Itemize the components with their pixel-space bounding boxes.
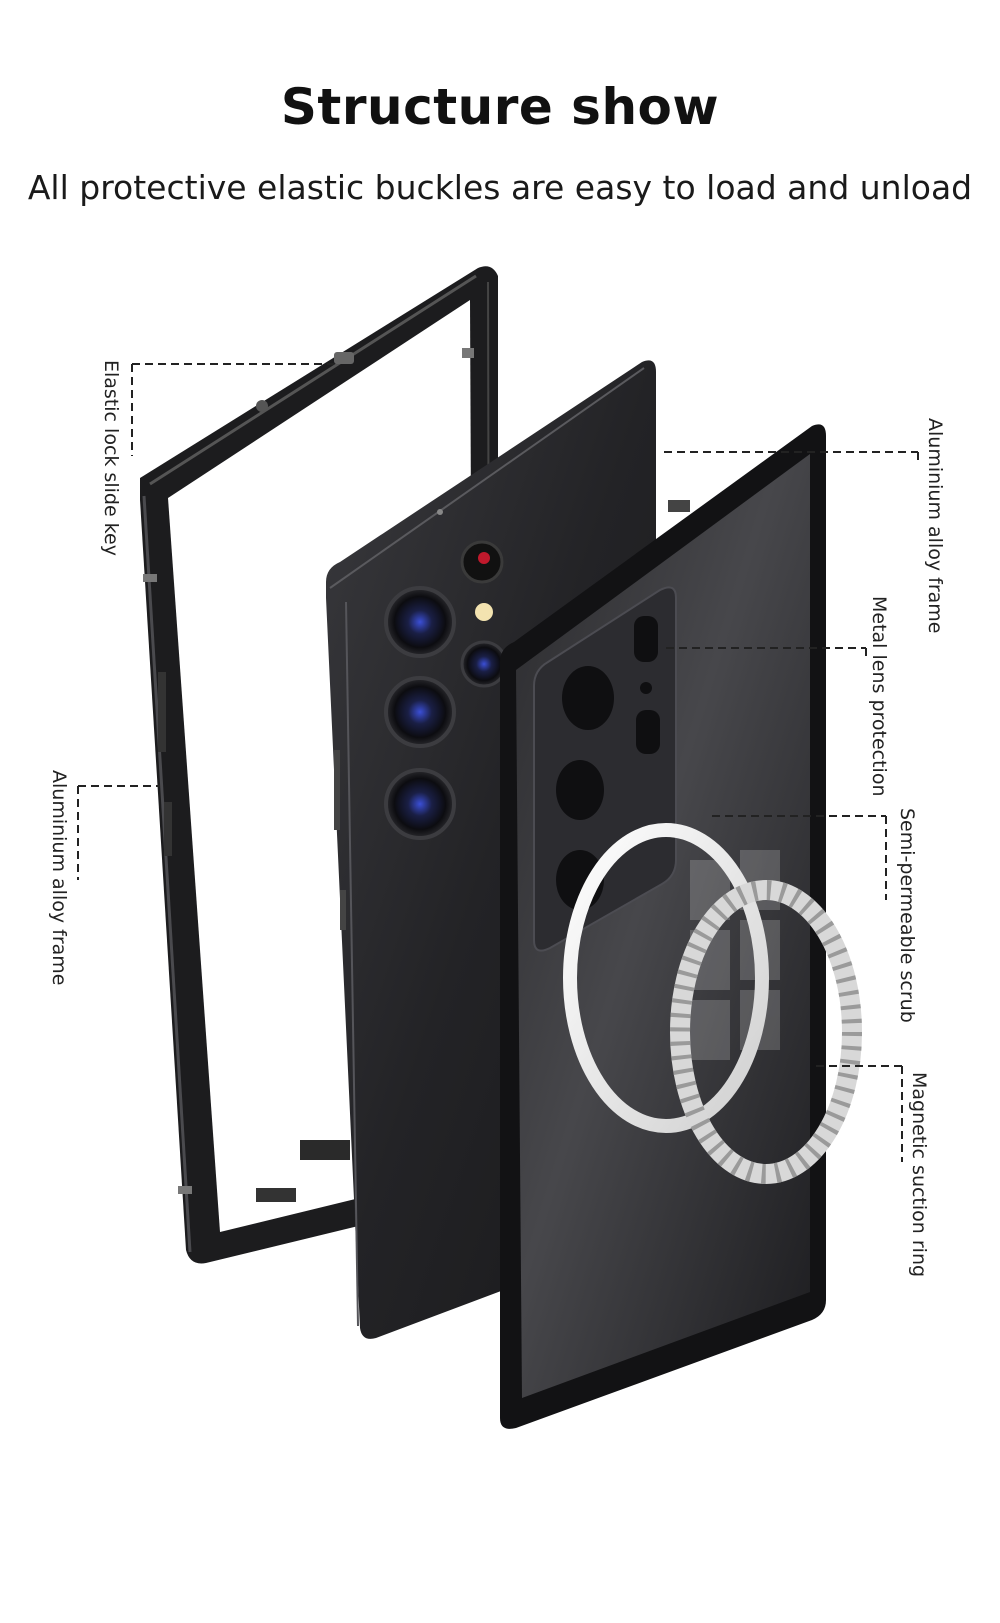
label-aluminium-frame-left: Aluminium alloy frame [48,770,70,986]
label-aluminium-frame-right: Aluminium alloy frame [924,418,946,634]
page-title: Structure show [280,78,720,136]
metal-lens-protection [533,586,677,952]
magnetic-suction-ring [670,880,862,1184]
label-elastic-lock-slide-key: Elastic lock slide key [100,360,122,556]
slide-key [334,352,354,364]
printed-magnet-ring [563,823,769,1133]
leader-magnetic-ring [816,1065,903,1162]
label-semi-permeable-scrub: Semi-permeable scrub [896,808,918,1023]
leader-elastic-lock [131,363,334,456]
label-magnetic-suction-ring: Magnetic suction ring [908,1072,930,1278]
leader-lens-protection [666,647,867,656]
page-subtitle: All protective elastic buckles are easy … [27,168,973,207]
leader-frame-left [77,785,160,880]
callout-lines [77,363,919,1162]
leader-semi-permeable [712,815,887,900]
leader-frame-right [664,451,919,460]
label-metal-lens-protection: Metal lens protection [868,596,890,797]
phone-camera-lenses [384,540,508,840]
